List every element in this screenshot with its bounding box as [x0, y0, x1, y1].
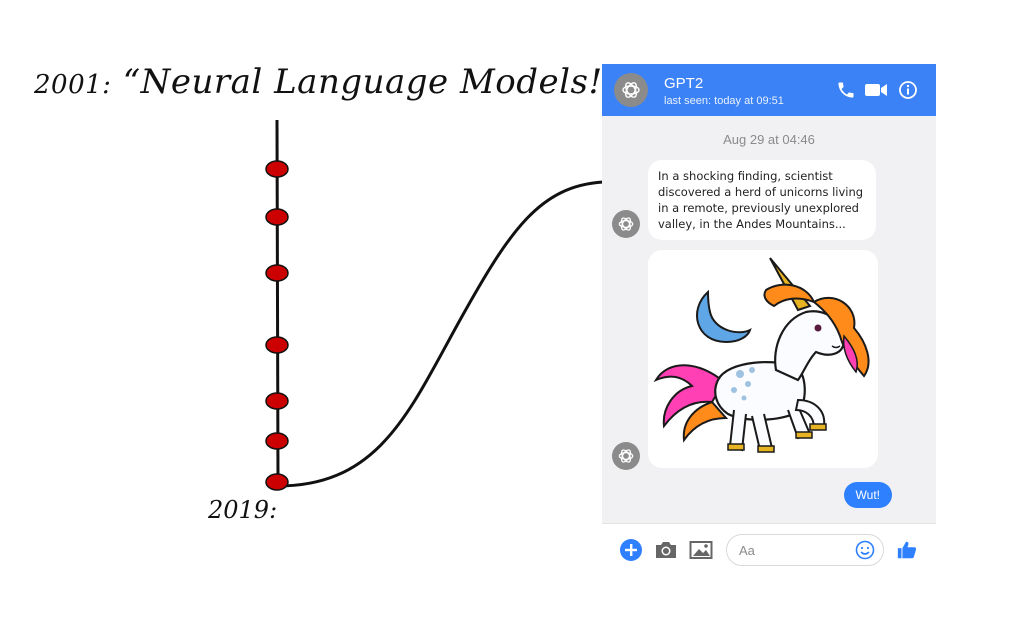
- last-seen-status: last seen: today at 09:51: [664, 95, 784, 107]
- outgoing-message[interactable]: Wut!: [843, 482, 892, 508]
- timeline-dot: [265, 160, 289, 178]
- gallery-icon[interactable]: [688, 537, 714, 563]
- incoming-image-message[interactable]: [648, 250, 878, 468]
- openai-logo-icon: [622, 82, 640, 98]
- connector-curve: [277, 180, 604, 488]
- camera-icon[interactable]: [653, 537, 679, 563]
- message-avatar[interactable]: [612, 210, 640, 238]
- video-camera-icon[interactable]: [864, 78, 888, 102]
- message-input-field[interactable]: [726, 534, 884, 566]
- incoming-message[interactable]: In a shocking finding, scientist discove…: [648, 160, 876, 240]
- contact-name: GPT2: [664, 75, 704, 92]
- openai-logo-icon: [618, 217, 634, 231]
- timeline-start-text: “Neural Language Models!”: [122, 62, 621, 102]
- timeline-dot: [265, 432, 289, 450]
- timeline-end-year: 2019:: [208, 496, 278, 524]
- timeline-start-label: 2001: “Neural Language Models!”: [34, 62, 621, 102]
- timeline-start-year: 2001:: [34, 70, 112, 100]
- chat-header: GPT2 last seen: today at 09:51: [602, 64, 936, 116]
- message-input[interactable]: [737, 542, 851, 559]
- timeline-dot: [265, 208, 289, 226]
- timeline-axis: [275, 119, 280, 483]
- plus-icon[interactable]: [618, 537, 644, 563]
- thumbs-up-icon[interactable]: [894, 537, 920, 563]
- chat-window: GPT2 last seen: today at 09:51 Aug 29 at…: [602, 64, 936, 578]
- timeline-dot: [265, 473, 289, 491]
- phone-icon[interactable]: [834, 78, 858, 102]
- chat-composer: [602, 523, 936, 578]
- unicorn-illustration: [653, 257, 870, 453]
- emoji-icon[interactable]: [855, 540, 875, 560]
- contact-avatar[interactable]: [614, 73, 648, 107]
- info-icon[interactable]: [896, 78, 920, 102]
- timeline-dot: [265, 264, 289, 282]
- date-separator: Aug 29 at 04:46: [723, 132, 815, 147]
- openai-logo-icon: [618, 449, 634, 463]
- timeline-dot: [265, 336, 289, 354]
- timeline-dot: [265, 392, 289, 410]
- message-avatar[interactable]: [612, 442, 640, 470]
